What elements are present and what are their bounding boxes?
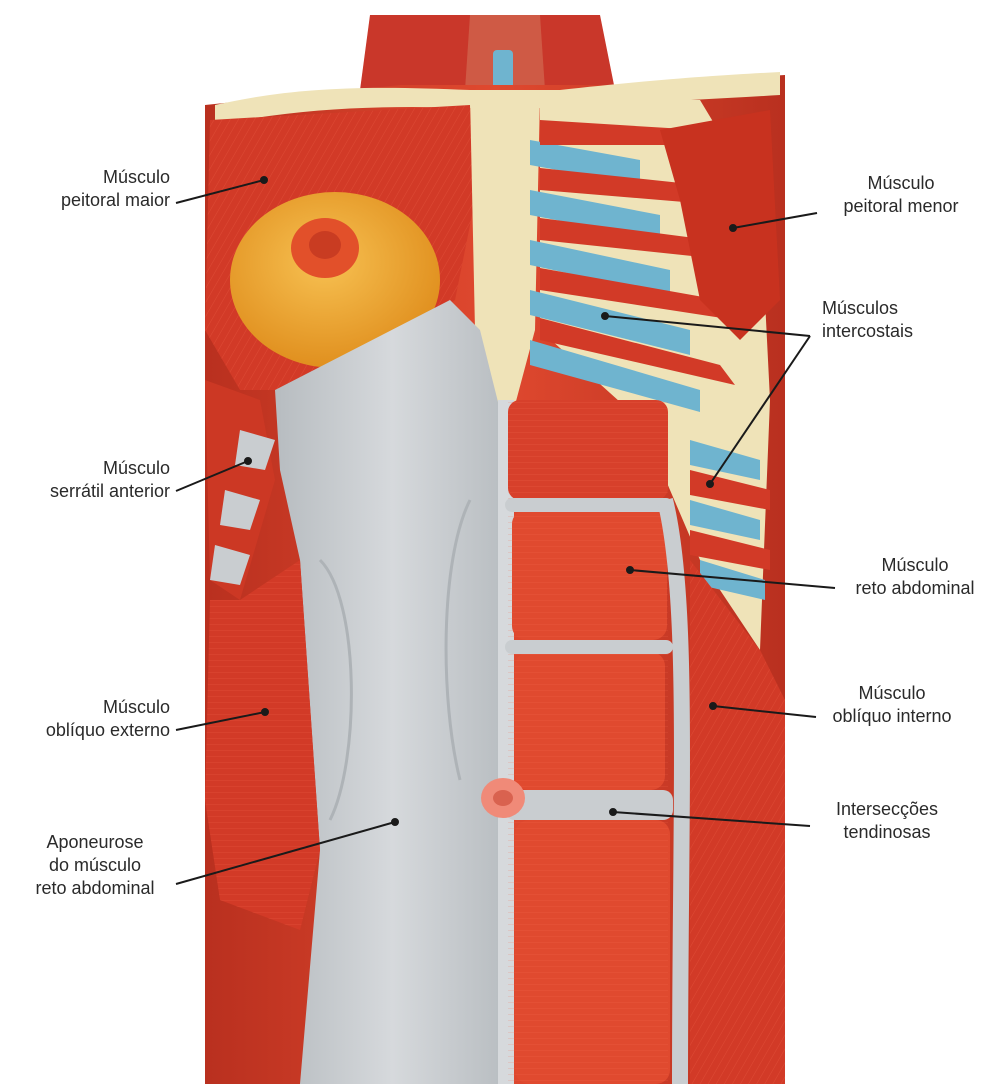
label-obliquo-externo: Músculo oblíquo externo <box>20 696 170 742</box>
label-intercostais: Músculos intercostais <box>822 297 962 343</box>
umbilicus <box>481 778 525 818</box>
label-peitoral-maior: Músculo peitoral maior <box>40 166 170 212</box>
neck <box>360 15 615 90</box>
label-serratil-anterior: Músculo serrátil anterior <box>20 457 170 503</box>
label-peitoral-menor: Músculo peitoral menor <box>826 172 976 218</box>
label-obliquo-interno: Músculo oblíquo interno <box>817 682 967 728</box>
label-interseccoes: Intersecções tendinosas <box>812 798 962 844</box>
label-aponeurose: Aponeurose do músculo reto abdominal <box>20 831 170 900</box>
label-reto-abdominal: Músculo reto abdominal <box>835 554 995 600</box>
rectus-sheath-aponeurosis <box>275 300 510 1084</box>
